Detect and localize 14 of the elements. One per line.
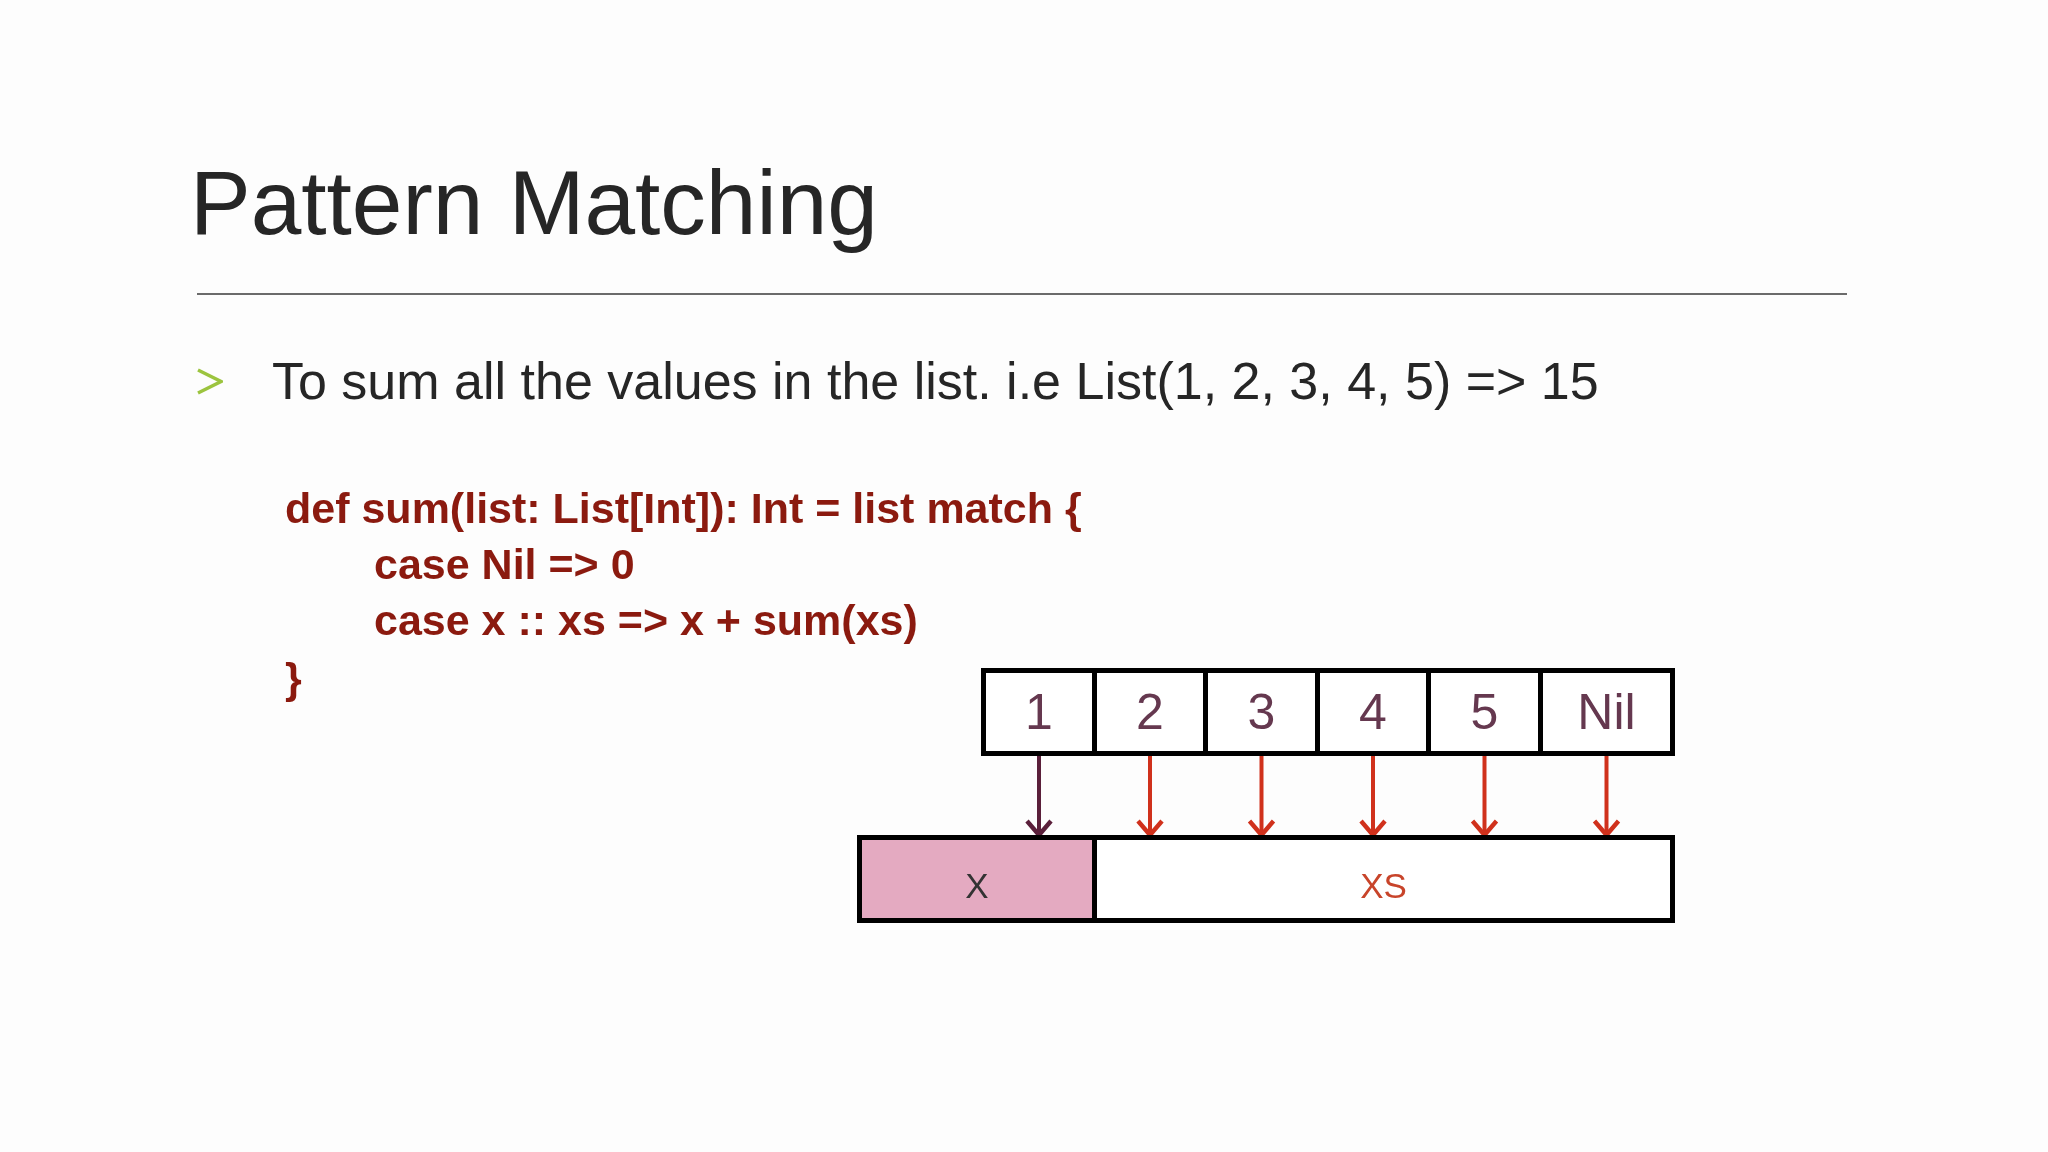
code-line: case x :: xs => x + sum(xs) xyxy=(374,595,918,646)
slide-title: Pattern Matching xyxy=(190,151,878,255)
bullet-text: To sum all the values in the list. i.e List(1, 2, 3, 4, 5) => 15 xyxy=(272,351,1599,412)
element-value: Nil xyxy=(1577,683,1636,742)
code-line: } xyxy=(285,653,302,704)
element-value: 3 xyxy=(1247,683,1276,742)
element-value: 5 xyxy=(1470,683,1499,742)
element-value: 1 xyxy=(1025,683,1053,742)
element-value: 4 xyxy=(1359,683,1387,742)
slot-label: XS xyxy=(1360,865,1407,907)
code-line: def sum(list: List[Int]): Int = list match { xyxy=(285,483,1082,534)
slot-label: X xyxy=(965,865,989,907)
element-value: 2 xyxy=(1136,683,1164,742)
code-line: case Nil => 0 xyxy=(374,539,635,590)
